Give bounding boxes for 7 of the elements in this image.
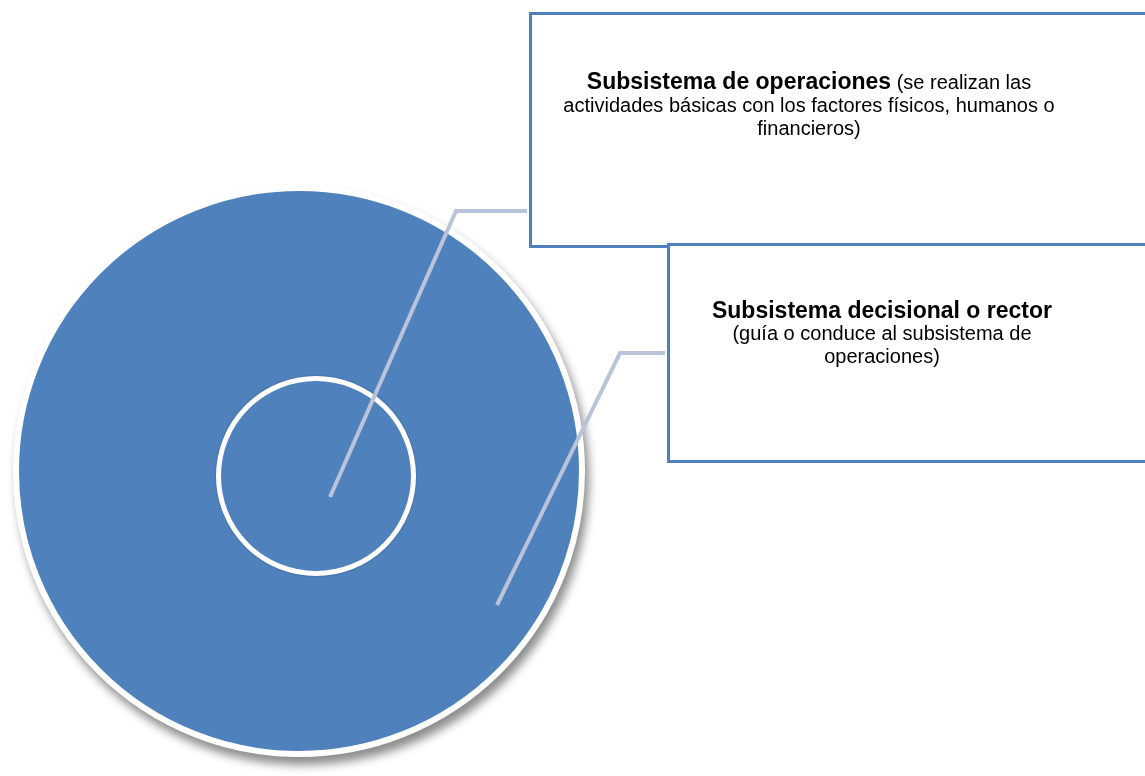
callout-box [529,12,1145,248]
leader-line [328,209,527,498]
leader-line [495,351,665,606]
callout-text: Subsistema de operaciones (se realizan las actividades básicas con los factores físicos, humanos o financieros) [562,70,1056,140]
callout-heading: Subsistema decisional o rector [712,298,1052,322]
callout-text: (guía o conduce al subsistema de operaciones) [731,321,1033,368]
callout-box [667,243,1145,463]
